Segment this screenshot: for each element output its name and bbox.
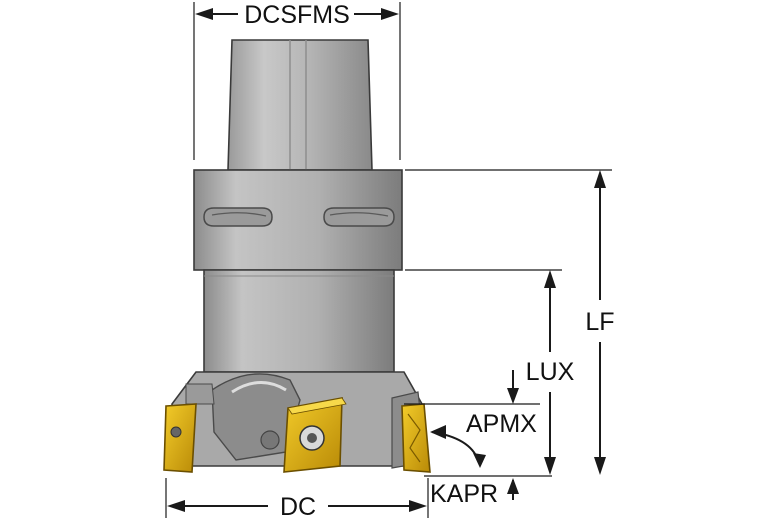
collar-slot-left bbox=[203, 207, 273, 227]
neck bbox=[203, 269, 395, 373]
apmx-dimension: APMX bbox=[404, 370, 540, 438]
dcsfms-label: DCSFMS bbox=[244, 1, 350, 29]
dc-label: DC bbox=[280, 493, 316, 521]
insert-right bbox=[401, 403, 431, 473]
dc-dimension: DC bbox=[165, 475, 552, 521]
shank bbox=[227, 39, 373, 171]
dcsfms-dimension: DCSFMS bbox=[193, 1, 401, 160]
lux-dimension: LUX bbox=[405, 269, 575, 475]
kapr-label: KAPR bbox=[430, 480, 498, 508]
lf-label: LF bbox=[585, 308, 614, 336]
collar-slot-right bbox=[323, 207, 395, 227]
insert-left bbox=[163, 403, 197, 473]
kapr-dimension: KAPR bbox=[430, 425, 498, 508]
lux-label: LUX bbox=[526, 358, 575, 386]
collar bbox=[193, 169, 403, 271]
insert-center bbox=[283, 397, 347, 473]
apmx-label: APMX bbox=[466, 410, 537, 438]
lf-dimension: LF bbox=[405, 169, 615, 475]
